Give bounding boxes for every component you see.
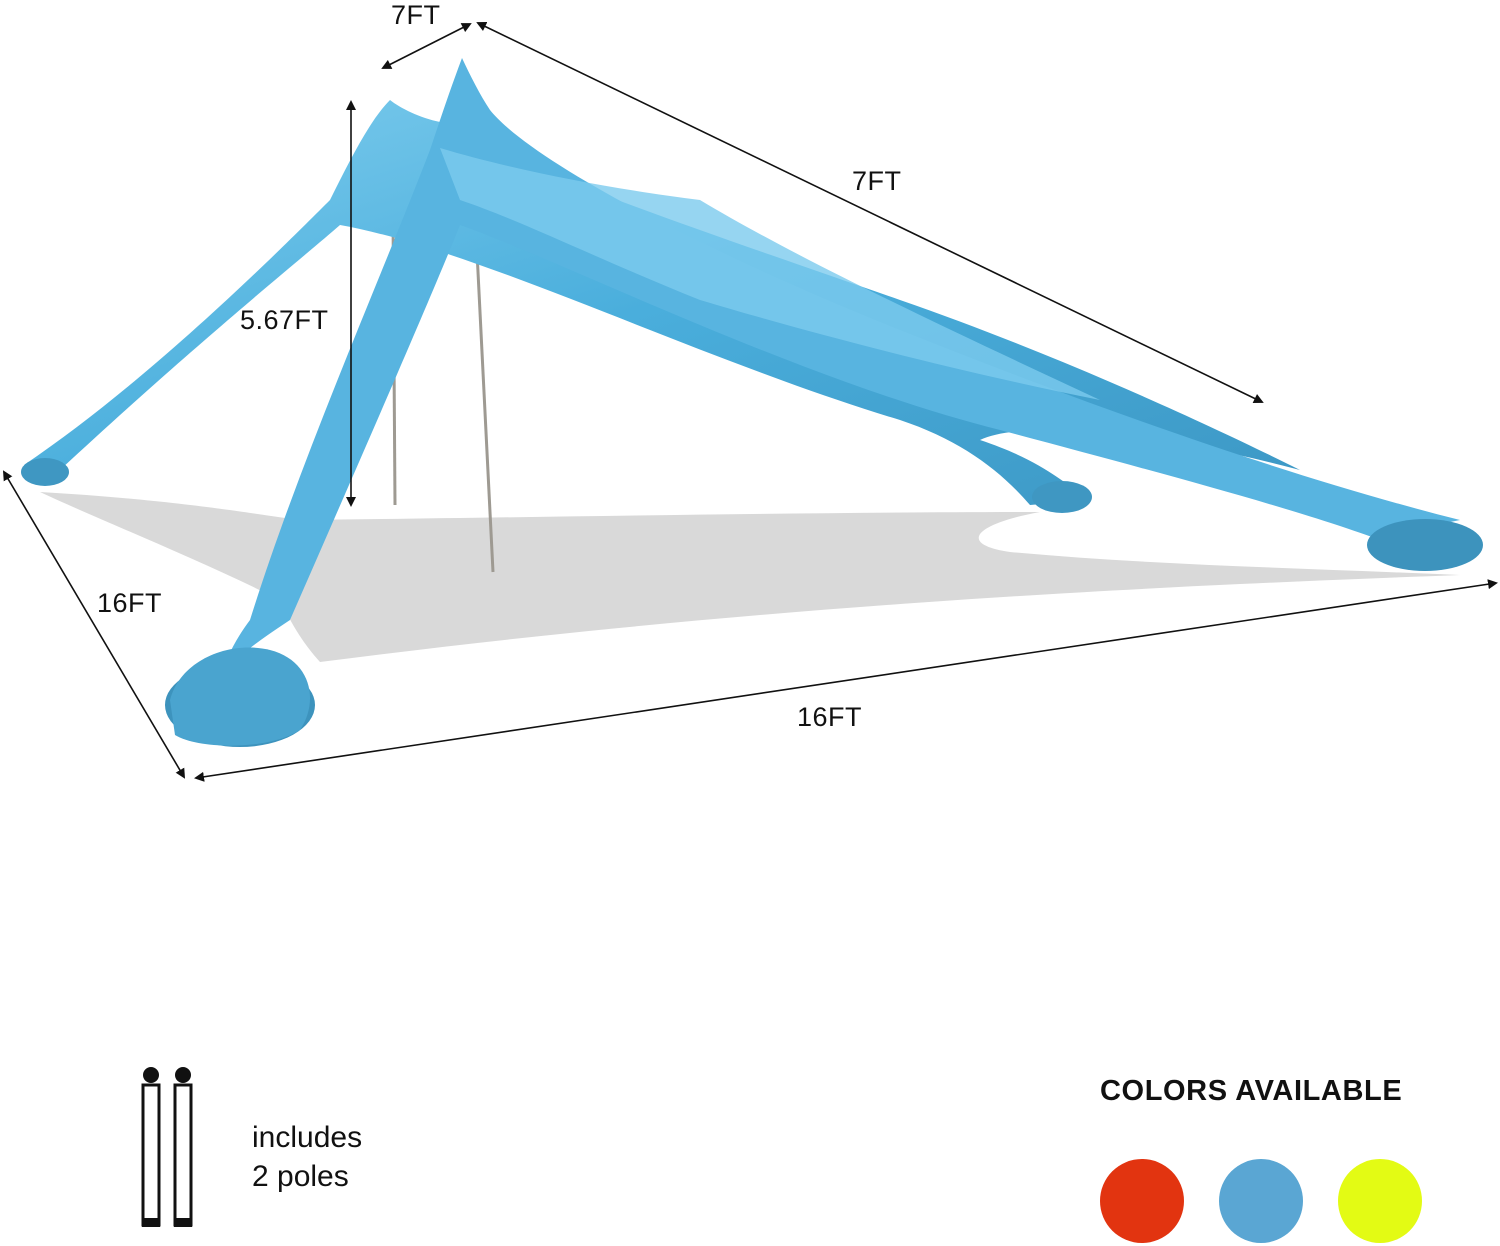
dim-label-height: 5.67FT — [240, 305, 329, 335]
color-swatch-red — [1100, 1159, 1184, 1243]
dim-label-base-width: 16FT — [97, 588, 163, 618]
color-swatch-blue — [1219, 1159, 1303, 1243]
dim-line-base-width — [2, 470, 186, 779]
sandbag — [21, 458, 69, 486]
sandbag — [170, 647, 310, 746]
poles-caption-line2: 2 poles — [252, 1160, 349, 1193]
sandbag — [1032, 481, 1092, 513]
dim-label-top-width: 7FT — [391, 0, 441, 30]
dim-line-top-width — [381, 23, 472, 69]
poles-caption-line1: includes — [252, 1121, 363, 1154]
sandbag — [1367, 519, 1483, 571]
poles-caption: includes 2 poles — [252, 1118, 362, 1196]
dim-label-base-length: 16FT — [797, 702, 863, 732]
dim-line-base-length — [194, 579, 1498, 782]
dim-label-top-length: 7FT — [852, 166, 902, 196]
dim-line-top-length — [476, 21, 1264, 404]
color-swatch-yellow — [1338, 1159, 1422, 1243]
pole-icon — [141, 1067, 193, 1227]
colors-heading: COLORS AVAILABLE — [1100, 1075, 1403, 1107]
